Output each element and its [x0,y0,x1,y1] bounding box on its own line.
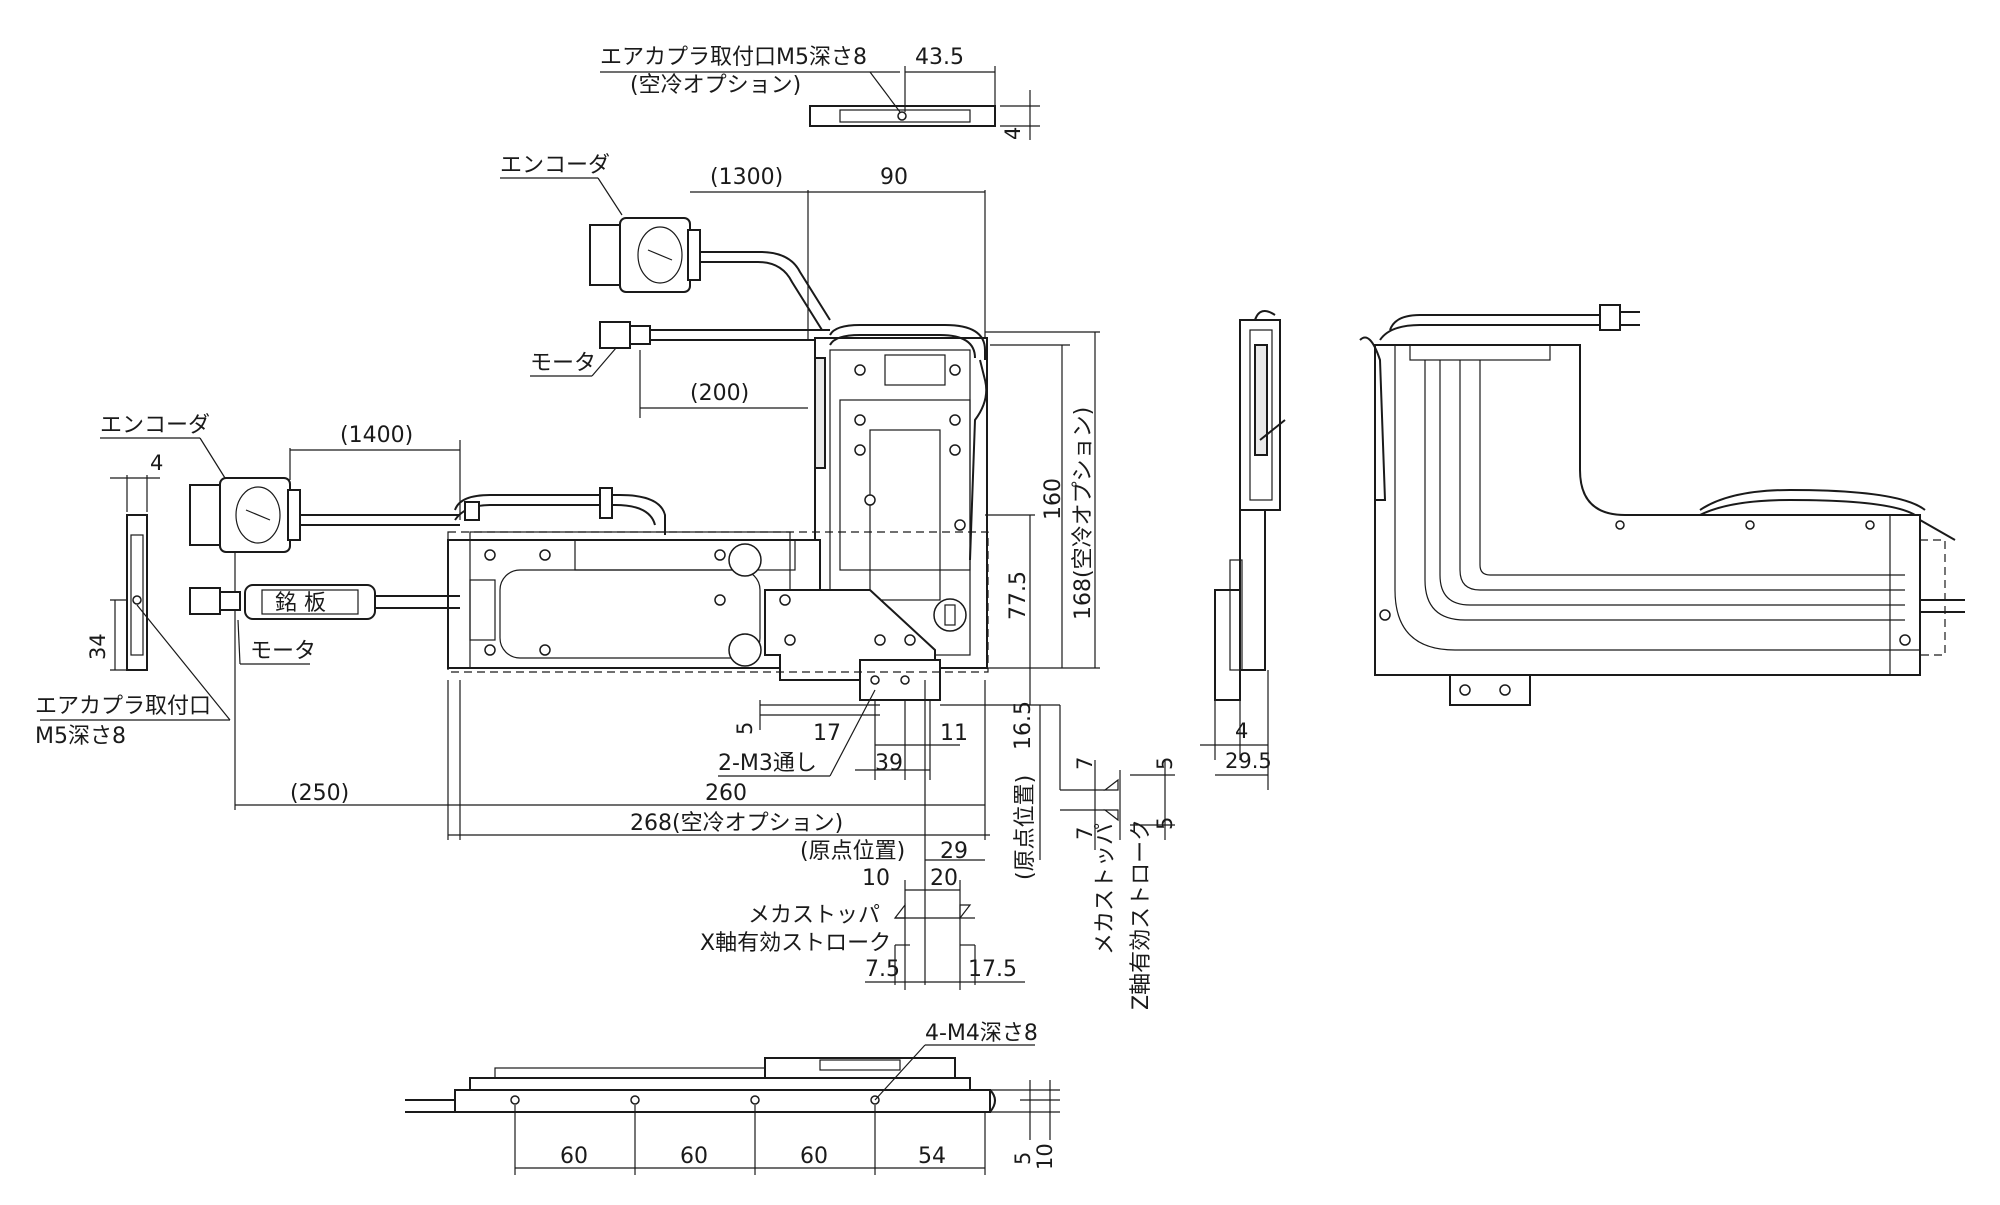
m4-depth-label: 4-M4深さ8 [925,1021,1038,1046]
dim-7-a: 7 [1073,757,1097,770]
air-coupler-label-left-1: エアカプラ取付口 [35,694,211,719]
encoder-label-top: エンコーダ [500,153,610,178]
m3-through-label: 2-M3通し [718,751,817,776]
origin-position-vertical: (原点位置) [1013,775,1038,880]
origin-position-horizontal: (原点位置) [800,839,905,864]
dim-16-5: 16.5 [1011,701,1036,750]
air-cool-option-label-top: (空冷オプション) [630,73,801,98]
dim-5-c: 5 [1153,817,1177,830]
encoder-connector-top [589,217,831,331]
dim-160: 160 [1041,478,1066,520]
motor-label-top: モータ [530,351,596,376]
dim-200: (200) [690,381,749,406]
dim-60-a: 60 [560,1144,588,1169]
mech-stopper-vertical-label: メカストッパ [1093,823,1118,955]
dim-5-a: 5 [733,722,757,735]
right-view-l-shape [1359,304,1965,706]
side-view [1200,310,1286,790]
air-coupler-label-left-2: M5深さ8 [35,724,126,749]
dim-29-5: 29.5 [1225,749,1272,773]
dim-17: 17 [813,721,841,746]
z-stroke-dims [1059,705,1175,850]
air-coupler-label-top: エアカプラ取付口M5深さ8 [600,45,867,70]
dim-34: 34 [86,633,110,660]
main-plan-view [447,324,989,701]
dim-168-air-cool: 168(空冷オプション) [1071,407,1096,620]
air-coupler-plate-top [600,66,1040,140]
dim-268-air-cool: 268(空冷オプション) [630,811,843,836]
bottom-side-view [405,1044,1060,1175]
dim-60-c: 60 [800,1144,828,1169]
dim-17-5: 17.5 [968,957,1017,982]
dim-20: 20 [930,866,958,891]
width-dims [234,520,990,990]
encoder-connector-left [189,477,460,553]
motor-connector-top [599,321,830,349]
z-stroke-label: Z軸有効ストローク [1129,819,1154,1010]
dim-90: 90 [880,165,908,190]
dim-54: 54 [918,1144,946,1169]
dim-77-5: 77.5 [1006,571,1031,620]
motor-connector-left [189,584,460,620]
dim-39: 39 [875,751,903,776]
main-dims [940,331,1100,860]
dim-29: 29 [940,839,968,864]
dim-10-bottom: 10 [1033,1143,1057,1170]
dim-4-left: 4 [150,451,163,475]
motor-label-left: モータ [250,639,316,664]
dim-1300: (1300) [710,165,783,190]
dim-5-b: 5 [1153,757,1177,770]
x-stroke-label: X軸有効ストローク [700,931,891,956]
dim-5-bottom: 5 [1011,1152,1035,1165]
dim-260: 260 [705,781,747,806]
mech-stopper-label: メカストッパ [748,903,880,928]
dim-1400: (1400) [340,423,413,448]
dim-4-top: 4 [1001,127,1025,140]
encoder-label-left: エンコーダ [100,413,210,438]
dim-7-5: 7.5 [865,957,900,982]
dim-60-b: 60 [680,1144,708,1169]
dim-10: 10 [862,866,890,891]
dim-7-b: 7 [1073,827,1097,840]
nameplate-label: 銘 板 [275,591,326,616]
air-coupler-plate-left [40,475,231,721]
dim-4-side: 4 [1235,719,1248,743]
dim-250: (250) [290,781,349,806]
dim-11: 11 [940,721,968,746]
dim-43-5: 43.5 [915,45,964,70]
